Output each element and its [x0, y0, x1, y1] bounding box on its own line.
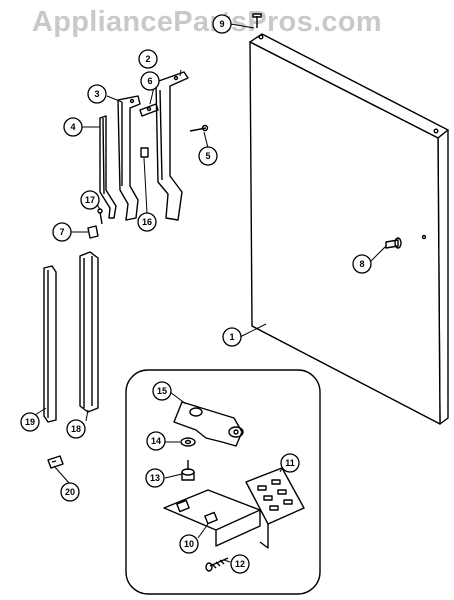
hinge-plate-6	[139, 103, 159, 117]
svg-text:19: 19	[25, 417, 35, 427]
svg-text:6: 6	[147, 76, 152, 86]
hinge-base-10	[163, 489, 269, 549]
svg-text:14: 14	[151, 436, 161, 446]
callout-8: 8	[352, 254, 372, 274]
washer-14	[180, 437, 196, 447]
callout-10: 10	[179, 534, 199, 554]
spacer-16	[140, 147, 149, 158]
svg-text:17: 17	[85, 195, 95, 205]
clip-7	[87, 225, 99, 239]
svg-text:20: 20	[65, 487, 75, 497]
svg-text:13: 13	[150, 473, 160, 483]
callout-2: 2	[138, 49, 158, 69]
svg-text:9: 9	[219, 19, 224, 29]
svg-text:1: 1	[229, 332, 234, 342]
door-panel	[249, 33, 449, 425]
screw-5	[189, 124, 209, 132]
callout-18: 18	[66, 419, 86, 439]
svg-text:15: 15	[157, 386, 167, 396]
svg-text:5: 5	[205, 151, 210, 161]
callout-16: 16	[137, 212, 157, 232]
small-screw-17	[97, 208, 103, 225]
hinge-bracket-3	[117, 95, 141, 221]
callout-17: 17	[80, 190, 100, 210]
svg-text:18: 18	[71, 424, 81, 434]
svg-text:8: 8	[359, 259, 364, 269]
callout-1: 1	[222, 327, 242, 347]
callout-11: 11	[280, 453, 300, 473]
callout-20: 20	[60, 482, 80, 502]
callout-19: 19	[20, 412, 40, 432]
hinge-pin-13	[181, 460, 195, 481]
screw-12	[205, 557, 229, 572]
svg-text:16: 16	[142, 217, 152, 227]
gasket-strip-18	[79, 251, 99, 413]
callout-15: 15	[152, 381, 172, 401]
svg-text:12: 12	[235, 559, 245, 569]
hinge-strip-4	[99, 115, 117, 219]
callout-3: 3	[87, 84, 107, 104]
svg-text:11: 11	[285, 458, 295, 468]
svg-text:4: 4	[70, 122, 75, 132]
hinge-bracket-2	[155, 71, 189, 221]
svg-text:3: 3	[94, 89, 99, 99]
shim-plate-11	[245, 467, 305, 525]
callout-6: 6	[140, 71, 160, 91]
callout-4: 4	[63, 117, 83, 137]
callout-14: 14	[146, 431, 166, 451]
svg-text:10: 10	[184, 539, 194, 549]
hinge-plate-15	[173, 401, 244, 447]
trim-strip-19	[43, 265, 57, 423]
svg-text:7: 7	[59, 227, 64, 237]
callout-12: 12	[230, 554, 250, 574]
watermark-text: AppliancePartsPros.com	[32, 6, 382, 38]
clip-20	[47, 455, 64, 469]
svg-text:2: 2	[145, 54, 150, 64]
callout-7: 7	[52, 222, 72, 242]
inset-frame	[125, 369, 321, 595]
callout-13: 13	[145, 468, 165, 488]
door-pin-icon	[252, 13, 262, 28]
callout-9: 9	[212, 14, 232, 34]
callout-5: 5	[198, 146, 218, 166]
